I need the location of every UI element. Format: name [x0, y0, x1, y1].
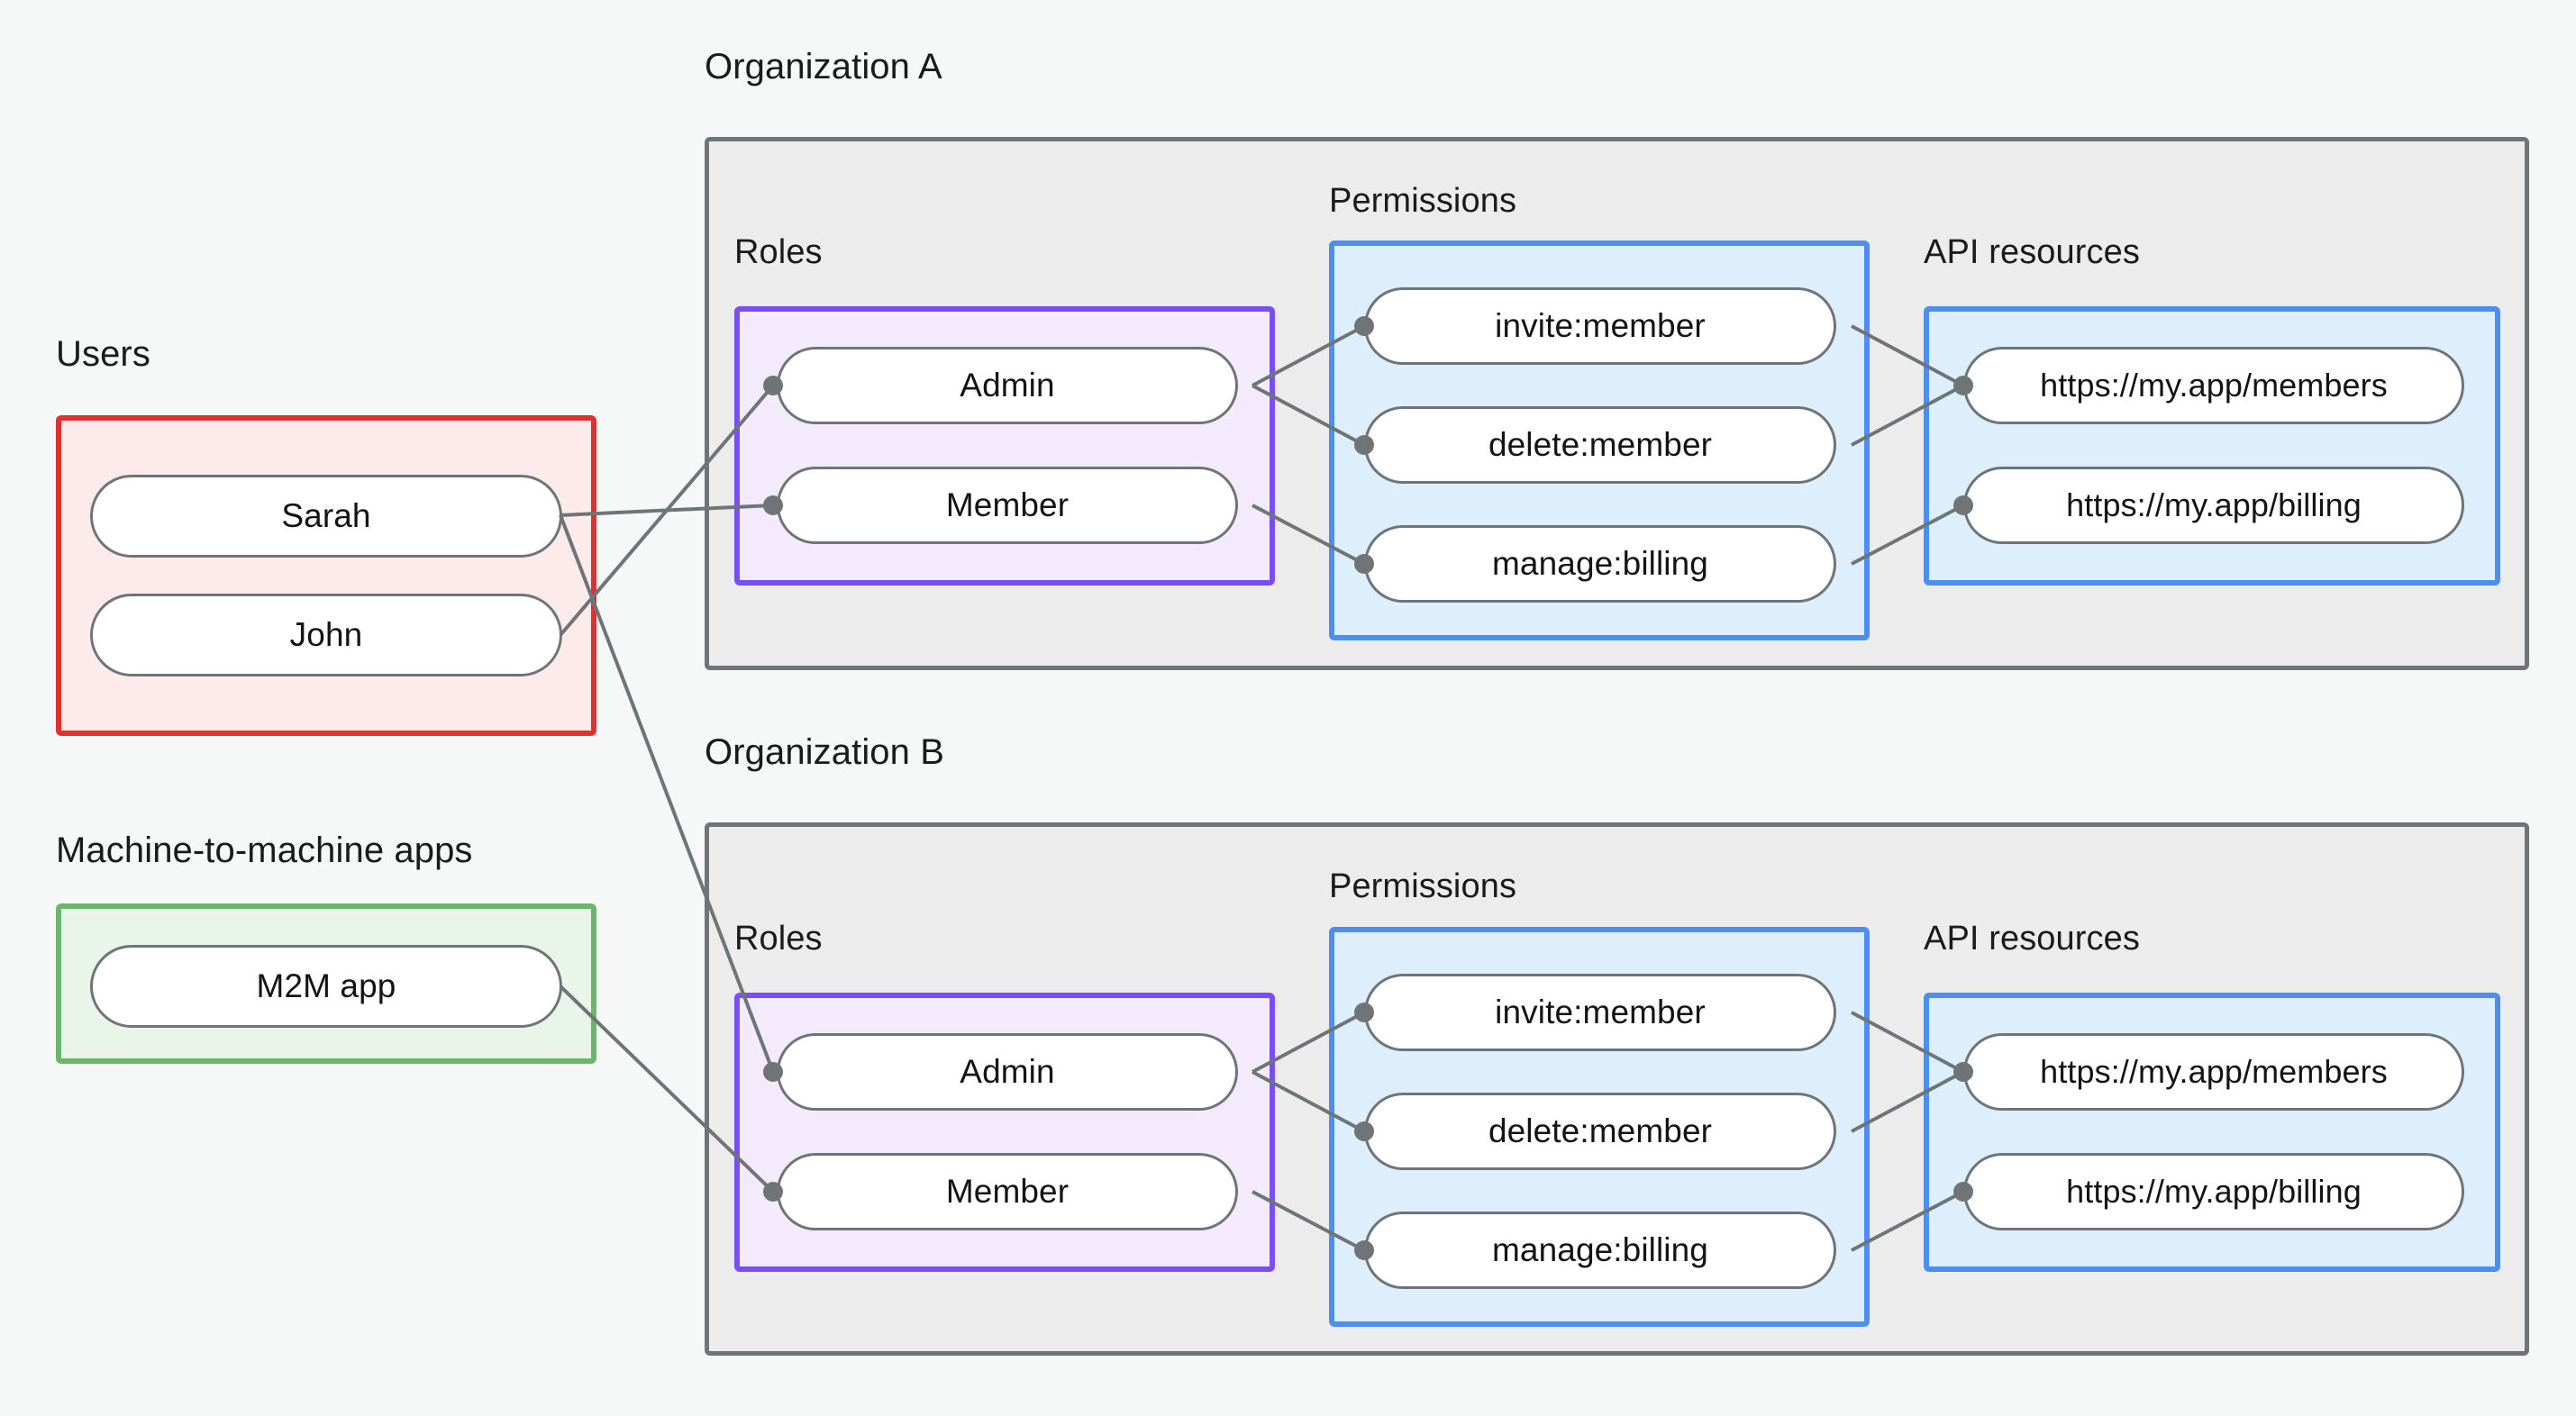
org-b-role-admin[interactable]: Admin [777, 1033, 1238, 1111]
org-a-permission-invite-member[interactable]: invite:member [1364, 287, 1836, 365]
org-a-permission-manage-billing[interactable]: manage:billing [1364, 525, 1836, 603]
org-a-title: Organization A [705, 47, 942, 86]
user-node-sarah[interactable]: Sarah [90, 475, 562, 558]
org-a-permission-delete-member[interactable]: delete:member [1364, 406, 1836, 484]
org-b-role-member[interactable]: Member [777, 1153, 1238, 1230]
org-a-role-member[interactable]: Member [777, 467, 1238, 544]
org-b-permission-manage-billing[interactable]: manage:billing [1364, 1212, 1836, 1289]
org-b-title: Organization B [705, 732, 944, 772]
users-container [56, 415, 596, 736]
m2m-group-label: Machine-to-machine apps [56, 831, 473, 870]
org-a-role-admin[interactable]: Admin [777, 347, 1238, 424]
org-b-api-resource-billing[interactable]: https://my.app/billing [1963, 1153, 2464, 1230]
org-b-api-resources-label: API resources [1924, 920, 2140, 958]
org-b-api-resource-members[interactable]: https://my.app/members [1963, 1033, 2464, 1111]
org-b-permission-invite-member[interactable]: invite:member [1364, 974, 1836, 1051]
org-a-api-resource-members[interactable]: https://my.app/members [1963, 347, 2464, 424]
org-a-permissions-label: Permissions [1329, 182, 1517, 220]
org-a-roles-label: Roles [734, 233, 823, 271]
user-node-john[interactable]: John [90, 594, 562, 676]
org-a-api-resources-label: API resources [1924, 233, 2140, 271]
org-a-api-resource-billing[interactable]: https://my.app/billing [1963, 467, 2464, 544]
org-b-permissions-label: Permissions [1329, 867, 1517, 905]
users-group-label: Users [56, 334, 150, 374]
org-b-permission-delete-member[interactable]: delete:member [1364, 1093, 1836, 1170]
org-b-roles-label: Roles [734, 920, 823, 958]
m2m-node-app[interactable]: M2M app [90, 945, 562, 1028]
